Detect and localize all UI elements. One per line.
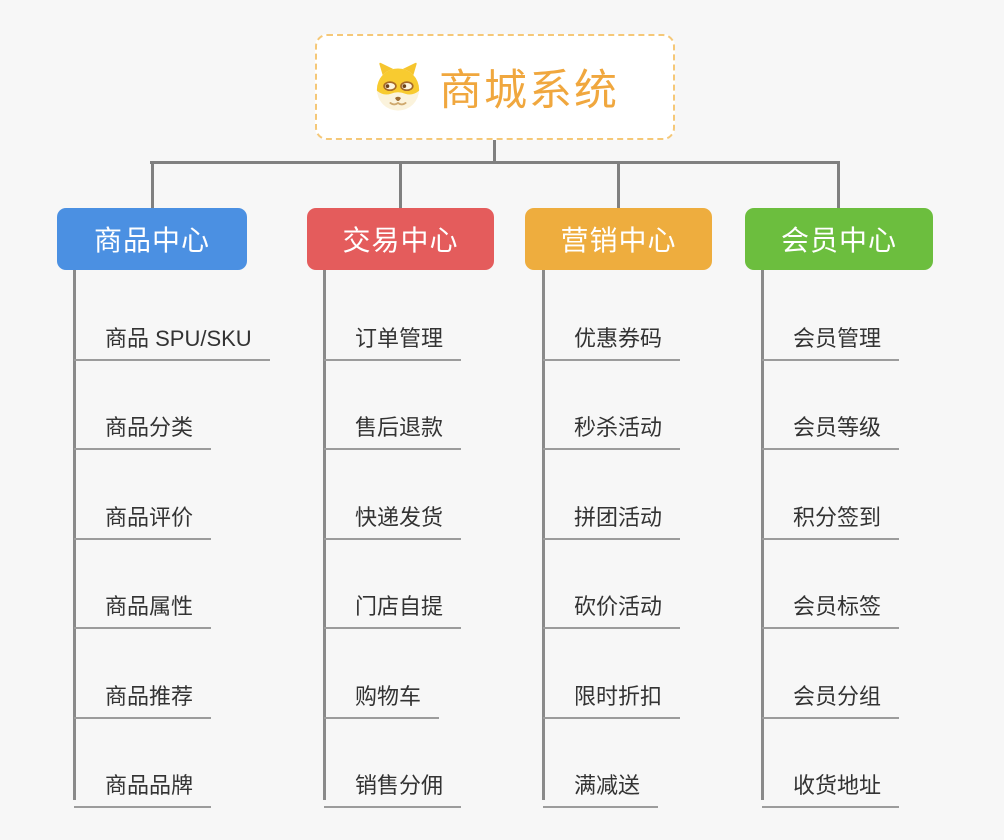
child-node[interactable]: 商品评价: [74, 490, 212, 540]
connector-drop-branch-4: [837, 164, 840, 208]
child-node[interactable]: 积分签到: [762, 490, 900, 540]
child-node[interactable]: 快递发货: [324, 490, 462, 540]
child-node[interactable]: 会员等级: [762, 400, 900, 450]
child-node[interactable]: 门店自提: [324, 579, 462, 629]
child-node[interactable]: 商品推荐: [74, 669, 212, 719]
child-node[interactable]: 收货地址: [762, 758, 900, 808]
child-node[interactable]: 商品分类: [74, 400, 212, 450]
child-node[interactable]: 会员标签: [762, 579, 900, 629]
branch-node-marketing-center[interactable]: 营销中心: [525, 208, 712, 270]
child-node[interactable]: 订单管理: [324, 311, 462, 361]
child-node[interactable]: 秒杀活动: [543, 400, 681, 450]
branch-node-trade-center[interactable]: 交易中心: [307, 208, 494, 270]
connector-root-drop: [493, 140, 496, 162]
branch-stem-1: [73, 270, 76, 800]
child-node[interactable]: 拼团活动: [543, 490, 681, 540]
connector-drop-branch-3: [617, 164, 620, 208]
child-node[interactable]: 满减送: [543, 758, 659, 808]
child-node[interactable]: 商品属性: [74, 579, 212, 629]
branch-stem-2: [323, 270, 326, 800]
child-node[interactable]: 销售分佣: [324, 758, 462, 808]
connector-drop-branch-2: [399, 164, 402, 208]
child-node[interactable]: 购物车: [324, 669, 440, 719]
branch-stem-3: [542, 270, 545, 800]
child-node[interactable]: 砍价活动: [543, 579, 681, 629]
connector-drop-branch-1: [151, 164, 154, 208]
child-node[interactable]: 会员管理: [762, 311, 900, 361]
branch-node-product-center[interactable]: 商品中心: [57, 208, 247, 270]
child-node[interactable]: 会员分组: [762, 669, 900, 719]
root-node[interactable]: 商城系统: [315, 34, 675, 140]
child-node[interactable]: 限时折扣: [543, 669, 681, 719]
branch-stem-4: [761, 270, 764, 800]
child-node[interactable]: 商品品牌: [74, 758, 212, 808]
branch-node-member-center[interactable]: 会员中心: [745, 208, 933, 270]
root-title: 商城系统: [439, 67, 619, 115]
dog-face-icon: [371, 60, 425, 114]
child-node[interactable]: 售后退款: [324, 400, 462, 450]
child-node[interactable]: 商品 SPU/SKU: [74, 311, 270, 361]
child-node[interactable]: 优惠券码: [543, 311, 681, 361]
connector-horizontal-rail: [150, 161, 840, 164]
